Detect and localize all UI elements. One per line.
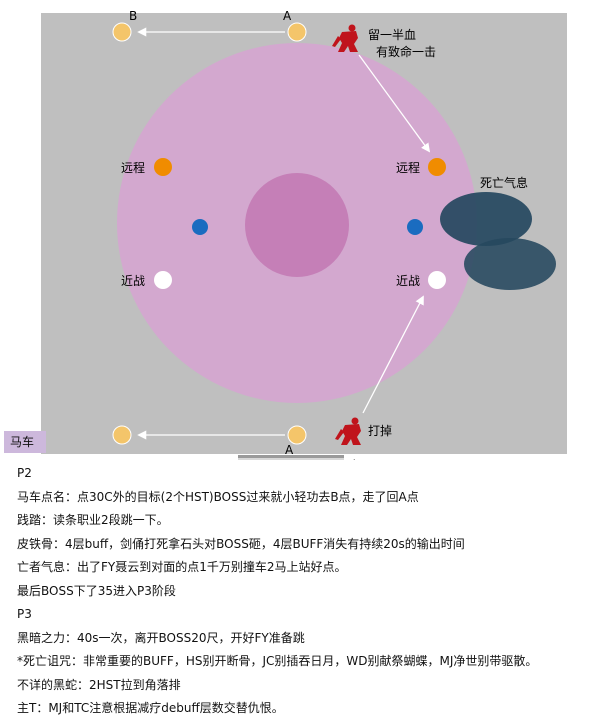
note-line: 最后BOSS下了35进入P3阶段	[17, 583, 176, 598]
phase-3-title: P3	[17, 607, 32, 621]
arrow-to-melee-right	[362, 295, 424, 414]
melee-right-marker	[428, 271, 446, 289]
note-line: 践踏：读条职业2段跳一下。	[17, 513, 169, 527]
death-breath-cloud	[464, 238, 556, 290]
point-a-top-label: A	[283, 9, 292, 23]
note-line: 不详的黑蛇：2HST拉到角落排	[17, 677, 181, 692]
ranged-right-label: 远程	[396, 160, 420, 175]
ranged-left-label: 远程	[121, 160, 145, 175]
arena-map: 入口 死亡气息 B A A 远程 远程 近战 近战 留一半血 有致命一击 打掉	[41, 9, 567, 460]
note-line: *死亡诅咒：非常重要的BUFF，HS别开断骨，JC别插吞日月，WD别献祭蝴蝶，M…	[17, 654, 538, 668]
note-top-line1: 留一半血	[368, 28, 416, 42]
melee-left-label: 近战	[121, 274, 145, 288]
mob-icon	[332, 24, 358, 52]
melee-left-marker	[154, 271, 172, 289]
blue-left-marker	[192, 219, 208, 235]
strategy-notes: P2 马车点名：点30C外的目标(2个HST)BOSS过来就小轻功去B点，走了回…	[17, 462, 592, 721]
blue-right-marker	[407, 219, 423, 235]
carriage-label: 马车	[4, 431, 46, 453]
note-line: 马车点名：点30C外的目标(2个HST)BOSS过来就小轻功去B点，走了回A点	[17, 489, 419, 504]
ranged-right-marker	[428, 158, 446, 176]
point-b-bottom-marker	[112, 425, 132, 445]
note-line: 黑暗之力：40s一次，离开BOSS20尺，开好FY准备跳	[17, 630, 305, 645]
entrance-label: 入口	[350, 458, 374, 460]
point-b-top-marker	[112, 22, 132, 42]
death-breath-cloud	[440, 192, 532, 246]
arrow-to-ranged-right	[358, 54, 431, 153]
point-b-top-label: B	[129, 9, 137, 23]
death-breath-label: 死亡气息	[480, 175, 528, 190]
phase-2-title: P2	[17, 466, 32, 480]
melee-right-label: 近战	[396, 274, 420, 288]
knockdown-label: 打掉	[368, 424, 392, 438]
note-line: 亡者气息：出了FY聂云到对面的点1千万别撞车2马上站好点。	[17, 560, 347, 574]
point-a-bottom-marker	[287, 425, 307, 445]
note-line: 主T：MJ和TC注意根据减疗debuff层数交替仇恨。	[17, 701, 284, 715]
mob-icon	[335, 417, 361, 445]
ranged-left-marker	[154, 158, 172, 176]
note-line: 皮铁骨：4层buff，剑俑打死拿石头对BOSS砸，4层BUFF消失有持续20s的…	[17, 536, 465, 551]
boss-center	[245, 173, 349, 277]
note-top-line2: 有致命一击	[376, 44, 436, 59]
entrance-stairs	[238, 455, 344, 460]
point-a-bottom-label: A	[285, 443, 294, 457]
point-a-top-marker	[287, 22, 307, 42]
